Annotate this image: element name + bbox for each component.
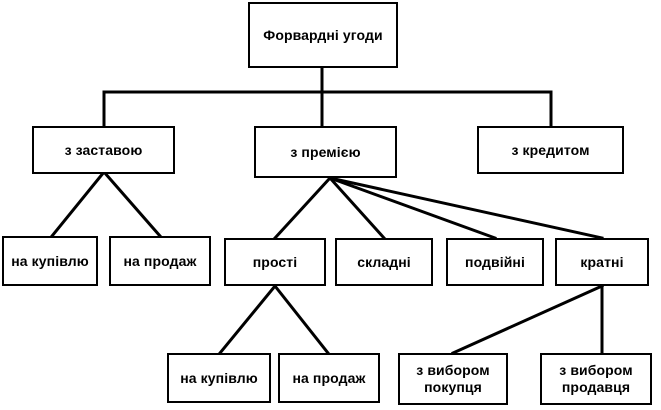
node-label: з вибором продавця	[559, 362, 633, 395]
node-label: на продаж	[292, 369, 366, 386]
node-with-credit: з кредитом	[477, 126, 624, 174]
connector-premium-multiple	[328, 176, 604, 240]
node-complex: складні	[335, 238, 433, 286]
connector-pledge-sell	[101, 169, 163, 239]
node-label: подвійні	[465, 253, 525, 270]
node-label: кратні	[580, 253, 624, 270]
node-double: подвійні	[446, 238, 544, 286]
node-forward-agreements: Форвардні угоди	[248, 2, 398, 68]
node-with-premium: з премією	[254, 126, 397, 178]
connector-premium-double	[328, 176, 497, 240]
connector-premium-complex	[327, 175, 387, 241]
node-buyer-choice: з вибором покупця	[398, 353, 508, 405]
node-label: Форвардні угоди	[263, 26, 383, 43]
connector-simple-buy	[217, 283, 278, 356]
connector-premium-simple	[272, 175, 333, 241]
node-label: складні	[357, 253, 411, 270]
connector-pledge-buy	[49, 169, 107, 239]
node-label: на купівлю	[180, 369, 258, 386]
connector-simple-sell	[272, 283, 331, 356]
node-simple: прості	[224, 238, 326, 286]
node-with-pledge: з заставою	[32, 126, 175, 174]
node-pledge-sell: на продаж	[109, 236, 211, 286]
node-simple-buy: на купівлю	[167, 353, 271, 403]
node-label: на продаж	[123, 252, 197, 269]
node-label: з кредитом	[511, 141, 590, 158]
node-pledge-buy: на купівлю	[2, 236, 98, 286]
connector-multiple-buyer	[451, 284, 604, 355]
node-label: прості	[252, 253, 298, 270]
node-label: з заставою	[64, 141, 143, 158]
node-label: на купівлю	[11, 252, 89, 269]
node-multiple: кратні	[555, 238, 649, 286]
node-label: з вибором покупця	[416, 362, 490, 395]
node-simple-sell: на продаж	[278, 353, 380, 403]
node-seller-choice: з вибором продавця	[540, 353, 652, 405]
node-label: з премією	[290, 143, 361, 160]
